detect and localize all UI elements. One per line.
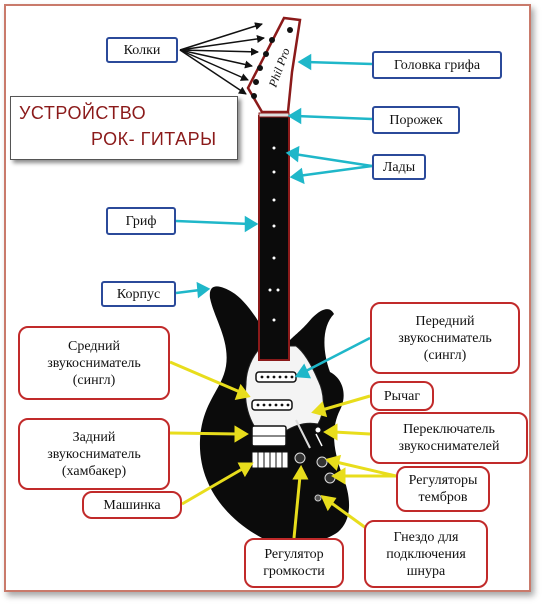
label-frets: Лады bbox=[372, 154, 426, 180]
output-jack-shape bbox=[314, 494, 322, 502]
label-tremolo-arm: Рычаг bbox=[370, 381, 434, 411]
neck bbox=[258, 115, 290, 361]
label-body: Корпус bbox=[101, 281, 176, 307]
volume-knob-shape bbox=[294, 452, 306, 464]
label-volume-knob: Регулятор громкости bbox=[244, 538, 344, 588]
label-tone-knobs: Регуляторы тембров bbox=[396, 466, 490, 512]
middle-pickup bbox=[251, 399, 293, 411]
nut-shape bbox=[258, 112, 290, 118]
label-pegs: Колки bbox=[106, 37, 178, 63]
tremolo-arm-shape bbox=[295, 419, 311, 449]
tone-knob-2 bbox=[324, 472, 336, 484]
yellow-arrows bbox=[169, 360, 397, 539]
bridge-humbucker bbox=[251, 425, 287, 447]
title-line-1: УСТРОЙСТВО bbox=[19, 103, 147, 123]
tone-knob-1 bbox=[316, 456, 328, 468]
label-neck: Гриф bbox=[106, 207, 176, 235]
cyan-arrows bbox=[175, 53, 373, 379]
tuning-pegs bbox=[251, 27, 293, 99]
label-nut: Порожек bbox=[372, 106, 460, 134]
fret-markers bbox=[268, 146, 280, 322]
label-middle-pickup: Средний звукосниматель (сингл) bbox=[18, 326, 170, 400]
label-bridge: Машинка bbox=[82, 491, 182, 519]
headstock bbox=[246, 16, 302, 114]
bridge-saddles bbox=[251, 451, 289, 469]
pegs-arrows bbox=[179, 22, 265, 95]
selector-switch bbox=[314, 426, 322, 434]
label-headstock: Головка грифа bbox=[372, 51, 502, 79]
label-selector: Переключатель звукоснимателей bbox=[370, 412, 528, 464]
neck-pickup bbox=[255, 371, 297, 383]
diagram-title: УСТРОЙСТВО РОК- ГИТАРЫ bbox=[10, 96, 238, 160]
label-neck-pickup: Передний звукосниматель (сингл) bbox=[370, 302, 520, 374]
label-output-jack: Гнездо для подключения шнура bbox=[364, 520, 488, 588]
title-line-2: РОК- ГИТАРЫ bbox=[91, 129, 217, 149]
label-bridge-pickup: Задний звукосниматель (хамбакер) bbox=[18, 418, 170, 490]
